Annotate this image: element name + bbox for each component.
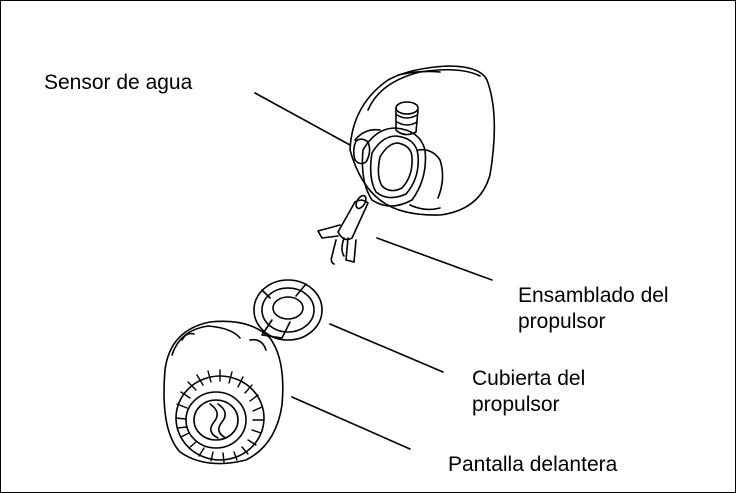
label-cubierta-line2: propulsor <box>472 392 560 416</box>
label-sensor-de-agua: Sensor de agua <box>44 71 193 94</box>
leader-line-sensor <box>254 92 351 146</box>
leader-line-ensamblado <box>376 237 493 281</box>
label-cubierta-del-propulsor: Cubierta del propulsor <box>472 366 585 417</box>
front-screen <box>163 320 284 465</box>
label-cubierta-line1: Cubierta del <box>472 367 586 390</box>
leader-line-pantalla <box>291 396 411 450</box>
label-pantalla-delantera: Pantalla delantera <box>448 453 618 476</box>
impeller-assembly <box>317 194 369 265</box>
leader-line-cubierta <box>329 323 444 373</box>
label-ensamblado-line1: Ensamblado del <box>518 284 669 307</box>
impeller-cover <box>253 279 323 341</box>
label-ensamblado-line2: propulsor <box>518 309 606 333</box>
sensor-housing <box>349 65 496 216</box>
label-ensamblado-del-propulsor: Ensamblado del propulsor <box>518 283 669 334</box>
